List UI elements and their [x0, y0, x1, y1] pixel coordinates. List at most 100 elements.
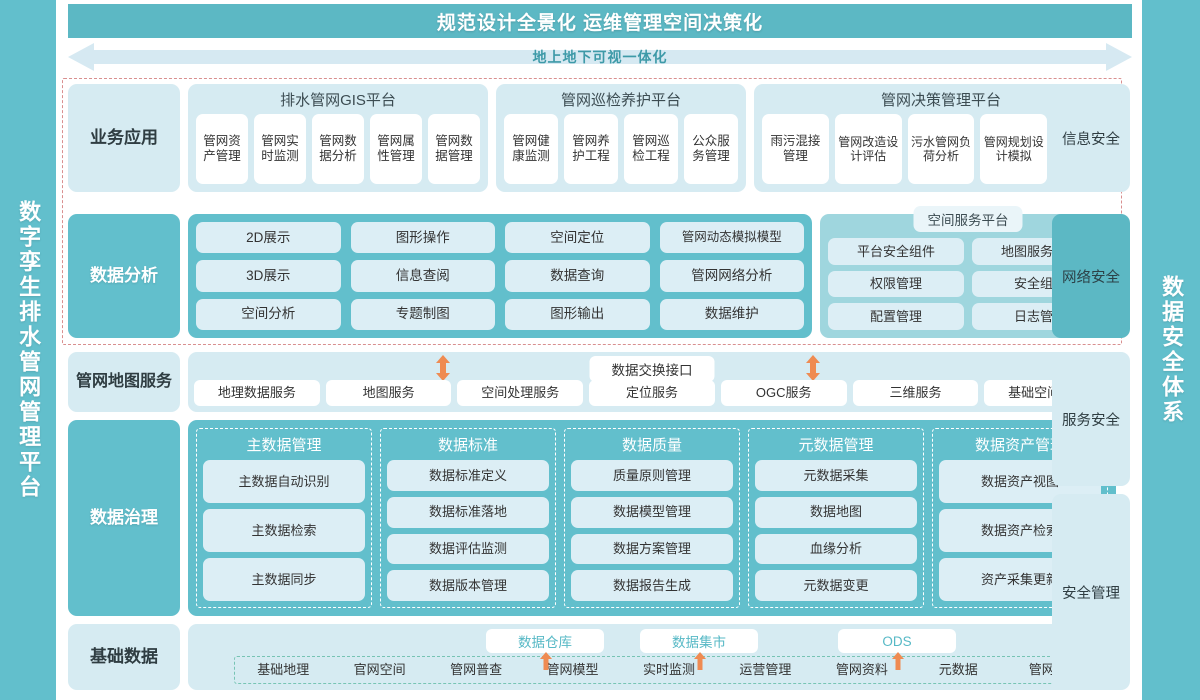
governance-group-title[interactable]: 数据质量 — [621, 437, 682, 454]
governance-group[interactable]: 数据质量质量原则管理数据模型管理数据方案管理数据报告生成 — [564, 428, 740, 608]
basic-data-source-chip[interactable]: 官网空间 — [353, 662, 406, 678]
business-platform[interactable]: 排水管网GIS平台管网资产管理管网实时监测管网数据分析管网属性管理管网数据管理 — [188, 84, 488, 192]
governance-item-chip[interactable]: 主数据同步 — [203, 558, 365, 601]
governance-item-chip[interactable]: 主数据检索 — [203, 509, 365, 552]
business-platform[interactable]: 管网巡检养护平台管网健康监测管网养护工程管网巡检工程公众服务管理 — [496, 84, 746, 192]
governance-group-title[interactable]: 数据资产管理 — [974, 437, 1065, 454]
governance-item-chip[interactable]: 数据模型管理 — [571, 496, 733, 528]
basic-data-source-chip[interactable]: 运营管理 — [739, 662, 792, 678]
map-service-chip[interactable]: OGC服务 — [720, 380, 847, 406]
analysis-chip[interactable]: 3D展示 — [196, 260, 341, 292]
governance-group-title[interactable]: 主数据管理 — [246, 437, 322, 454]
business-app-chip[interactable]: 管网规划设计模拟 — [980, 114, 1048, 184]
analysis-column[interactable]: 2D展示 3D展示空间分析 — [196, 222, 341, 330]
basic-data-store[interactable]: 数据集市 — [640, 629, 758, 653]
governance-group-title[interactable]: 数据标准 — [437, 437, 498, 454]
analysis-chip[interactable]: 图形操作 — [350, 222, 495, 254]
basic-data-source-chip[interactable]: 元数据 — [938, 662, 978, 678]
business-platform-title[interactable]: 排水管网GIS平台 — [280, 92, 396, 109]
analysis-chip[interactable]: 数据维护 — [659, 298, 804, 330]
governance-item-chip[interactable]: 数据地图 — [755, 496, 917, 528]
governance-item-chip[interactable]: 数据版本管理 — [387, 570, 549, 601]
governance-panel: 主数据管理主数据自动识别主数据检索主数据同步数据标准数据标准定义数据标准落地数据… — [188, 420, 1116, 616]
row-label-basic-data: 基础数据 — [68, 624, 180, 690]
governance-group[interactable]: 数据标准数据标准定义数据标准落地数据评估监测数据版本管理 — [380, 428, 556, 608]
analysis-chip[interactable]: 管网动态模拟模型 — [659, 222, 804, 254]
basic-data-source-chip[interactable]: 管网资料 — [835, 662, 888, 678]
basic-data-store[interactable]: 数据仓库 — [486, 629, 604, 653]
business-app-chip[interactable]: 管网巡检工程 — [624, 114, 678, 184]
governance-item-chip[interactable]: 数据方案管理 — [571, 533, 733, 565]
governance-group[interactable]: 元数据管理元数据采集数据地图血缘分析元数据变更 — [748, 428, 924, 608]
governance-group-items[interactable]: 元数据采集数据地图血缘分析元数据变更 — [755, 460, 917, 601]
analysis-chip[interactable]: 空间分析 — [196, 298, 341, 330]
analysis-chip[interactable]: 专题制图 — [350, 298, 495, 330]
governance-group-title[interactable]: 元数据管理 — [798, 437, 874, 454]
right-vertical-banner: 数据安全体系 — [1142, 0, 1200, 700]
analysis-column[interactable]: 图形操作信息查阅专题制图 — [350, 222, 495, 330]
governance-item-chip[interactable]: 质量原则管理 — [571, 460, 733, 491]
basic-data-source-chip[interactable]: 管网模型 — [546, 662, 599, 678]
governance-item-chip[interactable]: 数据报告生成 — [571, 570, 733, 601]
analysis-chip[interactable]: 图形输出 — [505, 298, 650, 330]
header-title-bar: 规范设计全景化 运维管理空间决策化 — [68, 4, 1132, 38]
governance-group-items[interactable]: 主数据自动识别主数据检索主数据同步 — [203, 460, 365, 601]
map-service-chip[interactable]: 空间处理服务 — [457, 380, 584, 406]
governance-group[interactable]: 主数据管理主数据自动识别主数据检索主数据同步 — [196, 428, 372, 608]
spatial-platform-chip[interactable]: 配置管理 — [828, 303, 964, 331]
map-service-chip[interactable]: 定位服务 — [589, 380, 715, 406]
security-box-2[interactable]: 网络安全 — [1052, 214, 1130, 338]
governance-group-items[interactable]: 质量原则管理数据模型管理数据方案管理数据报告生成 — [571, 460, 733, 601]
map-service-chip[interactable]: 地图服务 — [325, 380, 452, 406]
up-arrow-icon-basic-2 — [694, 652, 706, 670]
analysis-column[interactable]: 管网动态模拟模型管网网络分析数据维护 — [659, 222, 804, 330]
security-box-3[interactable]: 服务安全 — [1052, 352, 1130, 486]
governance-group-items[interactable]: 数据标准定义数据标准落地数据评估监测数据版本管理 — [387, 460, 549, 601]
up-down-arrow-icon-left — [436, 355, 450, 381]
governance-item-chip[interactable]: 数据评估监测 — [387, 533, 549, 565]
business-app-chip[interactable]: 管网属性管理 — [370, 114, 422, 184]
basic-data-store[interactable]: ODS — [838, 629, 956, 653]
governance-item-chip[interactable]: 元数据变更 — [755, 570, 917, 601]
business-platform-title[interactable]: 管网决策管理平台 — [880, 92, 1001, 109]
business-app-chip[interactable]: 管网养护工程 — [564, 114, 618, 184]
business-app-chip[interactable]: 公众服务管理 — [684, 114, 738, 184]
map-service-chip[interactable]: 三维服务 — [852, 380, 979, 406]
basic-data-source-chip[interactable]: 基础地理 — [257, 662, 310, 678]
governance-item-chip[interactable]: 血缘分析 — [755, 533, 917, 565]
basic-data-source-chip[interactable]: 管网普查 — [450, 662, 503, 678]
business-app-chip[interactable]: 管网健康监测 — [504, 114, 558, 184]
spatial-platform-column[interactable]: 平台安全组件权限管理配置管理 — [828, 238, 964, 331]
analysis-chip[interactable]: 空间定位 — [505, 222, 650, 254]
governance-item-chip[interactable]: 主数据自动识别 — [203, 460, 365, 503]
analysis-chip[interactable]: 管网网络分析 — [659, 260, 804, 292]
analysis-chip[interactable]: 数据查询 — [505, 260, 650, 292]
security-box-1[interactable]: 信息安全 — [1052, 84, 1130, 192]
governance-item-chip[interactable]: 数据标准定义 — [387, 460, 549, 491]
map-service-chip[interactable]: 地理数据服务 — [194, 380, 320, 406]
spatial-platform-chip[interactable]: 平台安全组件 — [828, 238, 964, 265]
row-label-map-service: 管网地图服务 — [68, 352, 180, 412]
business-app-chip[interactable]: 管网数据管理 — [428, 114, 480, 184]
business-app-chip[interactable]: 管网资产管理 — [196, 114, 248, 184]
governance-item-chip[interactable]: 元数据采集 — [755, 460, 917, 491]
business-app-chip[interactable]: 管网改造设计评估 — [834, 114, 902, 184]
business-platform-title[interactable]: 管网巡检养护平台 — [560, 92, 681, 109]
business-platform-chips[interactable]: 管网资产管理管网实时监测管网数据分析管网属性管理管网数据管理 — [196, 114, 480, 184]
business-app-chip[interactable]: 污水管网负荷分析 — [907, 114, 975, 184]
business-platform-chips[interactable]: 管网健康监测管网养护工程管网巡检工程公众服务管理 — [504, 114, 738, 184]
business-app-chip[interactable]: 雨污混接管理 — [762, 114, 829, 184]
security-box-4[interactable]: 安全管理 — [1052, 494, 1130, 690]
analysis-chip[interactable]: 信息查阅 — [350, 260, 495, 292]
row-label-governance: 数据治理 — [68, 420, 180, 616]
business-app-chip[interactable]: 管网数据分析 — [312, 114, 364, 184]
analysis-column[interactable]: 空间定位数据查询图形输出 — [505, 222, 650, 330]
row-label-analysis: 数据分析 — [68, 214, 180, 338]
basic-data-source-chip[interactable]: 实时监测 — [642, 662, 695, 678]
analysis-chip[interactable]: 2D展示 — [196, 222, 341, 254]
business-app-chip[interactable]: 管网实时监测 — [254, 114, 306, 184]
spatial-platform-title: 空间服务平台 — [913, 206, 1023, 232]
spatial-platform-chip[interactable]: 权限管理 — [828, 270, 964, 298]
governance-item-chip[interactable]: 数据标准落地 — [387, 496, 549, 528]
business-platform-chips[interactable]: 雨污混接管理管网改造设计评估污水管网负荷分析管网规划设计模拟水力模型 — [762, 114, 1120, 184]
